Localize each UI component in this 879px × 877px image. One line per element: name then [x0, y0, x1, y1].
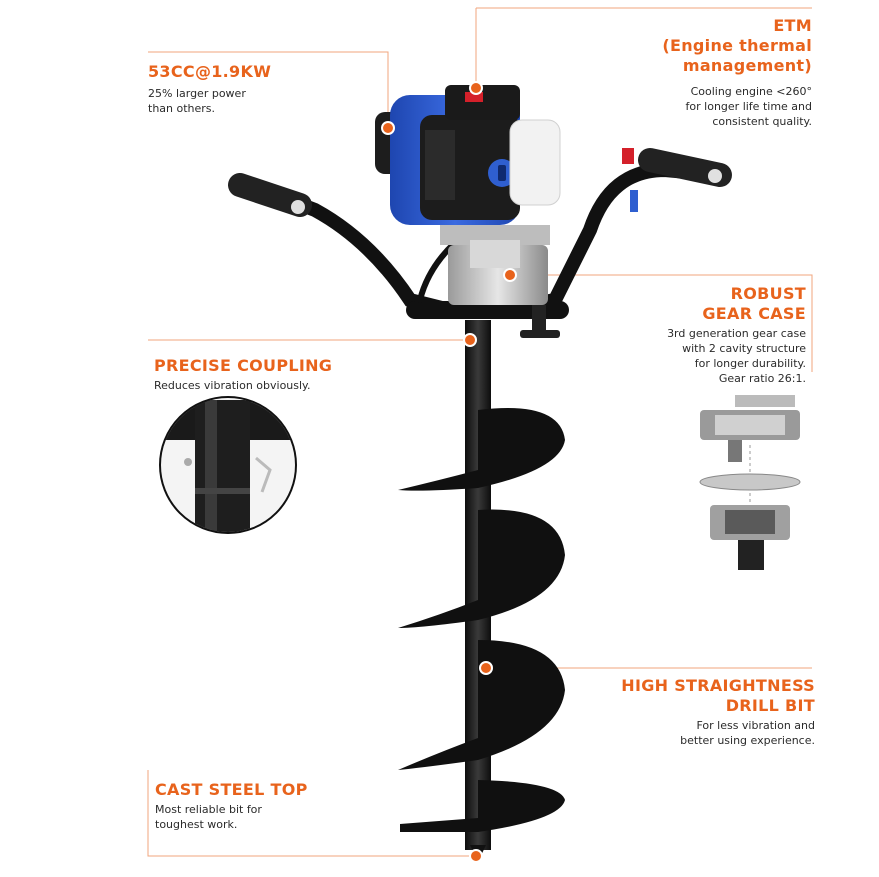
dot-etm	[469, 81, 483, 95]
leader-power	[148, 51, 389, 128]
gear-title-line: ROBUST	[730, 284, 806, 303]
dot-caststeel	[469, 849, 483, 863]
drill-title-line: HIGH STRAIGHTNESS	[621, 676, 815, 695]
etm-title: ETM (Engine thermal management)	[662, 16, 812, 76]
etm-desc-line: Cooling engine <260°	[690, 85, 812, 98]
dot-coupling	[463, 333, 477, 347]
leader-caststeel	[147, 770, 476, 857]
handle-cap-left	[291, 200, 305, 214]
dot-drill	[479, 661, 493, 675]
gear-title: ROBUST GEAR CASE	[702, 284, 806, 324]
throttle-trigger	[622, 148, 634, 164]
coupling-desc: Reduces vibration obviously.	[154, 378, 311, 393]
handle-cap-right	[708, 169, 722, 183]
caststeel-desc-line: Most reliable bit for	[155, 803, 262, 816]
etm-title-line: ETM	[773, 16, 812, 35]
leader-gear	[510, 274, 813, 372]
etm-desc-line: for longer life time and	[685, 100, 812, 113]
etm-desc: Cooling engine <260° for longer life tim…	[686, 84, 812, 129]
etm-title-line: (Engine thermal	[662, 36, 812, 55]
power-title: 53CC@1.9KW	[148, 62, 272, 81]
coupling-desc-line: Reduces vibration obviously.	[154, 379, 311, 392]
power-desc-line: 25% larger power	[148, 87, 246, 100]
caststeel-title: CAST STEEL TOP	[155, 780, 308, 799]
drill-title: HIGH STRAIGHTNESS DRILL BIT	[621, 676, 815, 716]
gear-desc-line: 3rd generation gear case	[667, 327, 806, 340]
etm-desc-line: consistent quality.	[712, 115, 812, 128]
callout-dots	[381, 81, 517, 863]
power-desc-line: than others.	[148, 102, 216, 115]
gear-desc: 3rd generation gear case with 2 cavity s…	[667, 326, 806, 386]
etm-title-line: management)	[682, 56, 812, 75]
drill-desc-line: For less vibration and	[696, 719, 815, 732]
power-desc: 25% larger power than others.	[148, 86, 246, 116]
coupling-title: PRECISE COUPLING	[154, 356, 333, 375]
throttle-lever	[630, 190, 638, 212]
coupling-zoom	[159, 396, 297, 534]
auger-flights	[398, 408, 565, 832]
caststeel-desc: Most reliable bit for toughest work.	[155, 802, 262, 832]
gear-desc-line: with 2 cavity structure	[682, 342, 806, 355]
drill-title-line: DRILL BIT	[725, 696, 815, 715]
gear-case-exploded	[699, 395, 801, 570]
engine	[375, 85, 561, 225]
gear-desc-line: for longer durability.	[694, 357, 806, 370]
gear-desc-line: Gear ratio 26:1.	[718, 372, 806, 385]
gear-case	[440, 225, 560, 338]
gear-title-line: GEAR CASE	[702, 304, 806, 323]
drill-desc: For less vibration and better using expe…	[680, 718, 815, 748]
dot-power	[381, 121, 395, 135]
dot-gear	[503, 268, 517, 282]
caststeel-desc-line: toughest work.	[155, 818, 238, 831]
drill-desc-line: better using experience.	[680, 734, 815, 747]
